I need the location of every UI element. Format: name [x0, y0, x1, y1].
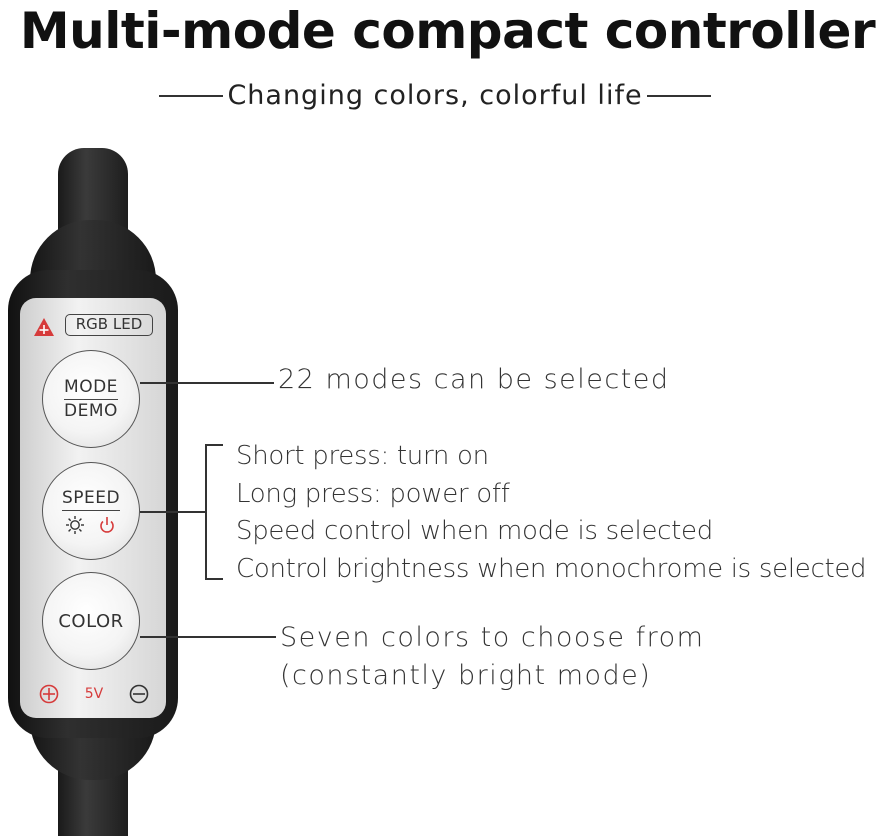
speed-icons: [65, 515, 117, 535]
rgb-led-label: RGB LED: [65, 314, 153, 336]
color-leader-line: [140, 636, 276, 638]
mode-label: MODE: [64, 377, 118, 400]
color-annotation-line: Seven colors to choose from: [280, 622, 705, 653]
mode-leader-line: [140, 382, 274, 384]
color-annotation: Seven colors to choose from (constantly …: [280, 619, 704, 695]
page-title: Multi-mode compact controller: [19, 2, 876, 60]
minus-circle-icon: [129, 684, 149, 704]
speed-annotation-line: Short press: turn on: [236, 441, 489, 471]
sun-icon: [66, 515, 84, 534]
speed-annotation-line: Long press: power off: [236, 478, 510, 509]
subtitle-text: Changing colors, colorful life: [227, 80, 643, 111]
power-icon: [100, 516, 114, 533]
power-terminals: 5V: [38, 682, 150, 706]
subtitle-dash-left: [159, 94, 224, 97]
subtitle-dash-right: [646, 94, 711, 97]
mode-demo-button[interactable]: MODE DEMO: [42, 350, 140, 448]
demo-label: DEMO: [64, 400, 118, 421]
speed-bracket: [205, 444, 223, 580]
color-label: COLOR: [58, 610, 124, 632]
warning-triangle-icon: [34, 318, 54, 336]
speed-annotation-line: Control brightness when monochrome is se…: [236, 553, 867, 584]
speed-annotation-line: Speed control when mode is selected: [236, 516, 713, 546]
speed-leader-line: [140, 511, 205, 513]
speed-button[interactable]: SPEED: [42, 462, 140, 560]
subtitle: Changing colors, colorful life: [130, 80, 740, 111]
speed-annotation: Short press: turn on Long press: power o…: [236, 438, 867, 588]
plus-circle-icon: [39, 684, 59, 704]
voltage-label: 5V: [84, 686, 104, 702]
color-annotation-line: (constantly bright mode): [280, 660, 652, 691]
mode-annotation: 22 modes can be selected: [278, 364, 670, 395]
color-button[interactable]: COLOR: [42, 572, 140, 670]
speed-label: SPEED: [61, 488, 121, 511]
